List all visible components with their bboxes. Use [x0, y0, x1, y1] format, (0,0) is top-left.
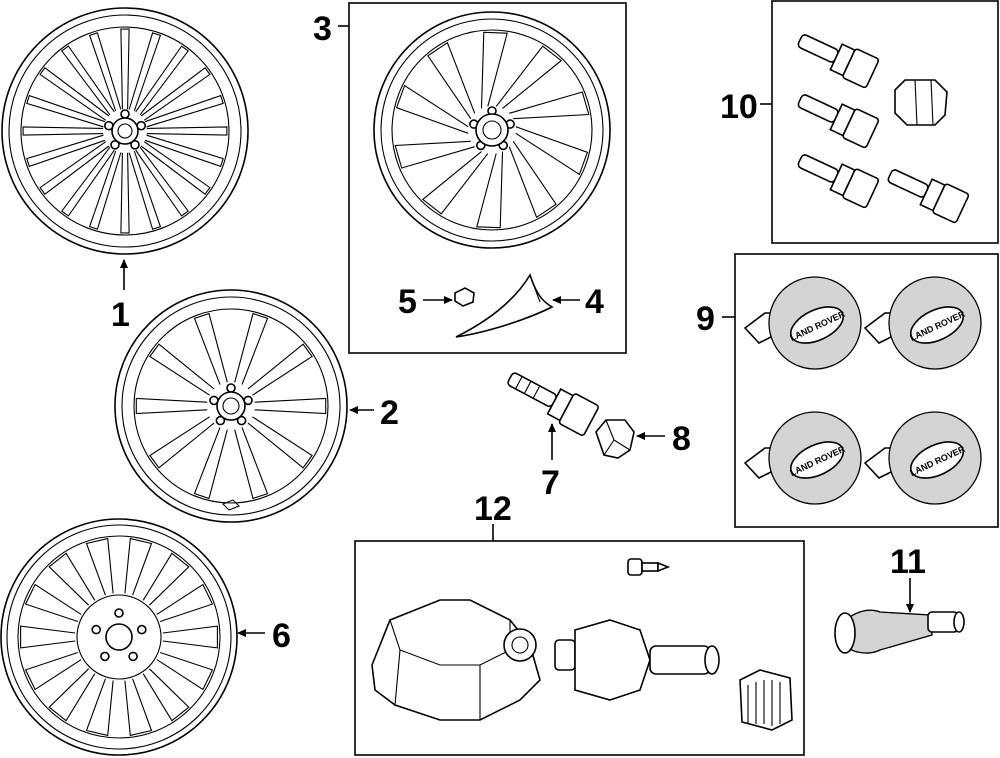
callout-4: 4 — [585, 283, 604, 321]
callout-9: 9 — [696, 300, 715, 338]
wheel-6-illustration — [0, 518, 238, 756]
callout-2: 2 — [380, 394, 399, 432]
callout-3: 3 — [313, 10, 332, 48]
wheel-bolt-7 — [507, 372, 599, 436]
callout-12: 12 — [474, 490, 512, 528]
callout-7: 7 — [541, 464, 560, 502]
callout-10: 10 — [720, 88, 758, 126]
balance-weight-4 — [455, 273, 554, 338]
valve-stem-11 — [834, 609, 965, 654]
wheel-2-illustration — [114, 289, 348, 523]
leader-lines — [120, 25, 914, 637]
callout-6: 6 — [272, 617, 291, 655]
callout-8: 8 — [672, 420, 691, 458]
callout-5: 5 — [398, 283, 417, 321]
wheel-1-illustration — [1, 7, 249, 255]
tpms-sensor-12 — [371, 558, 793, 731]
balance-weight-5 — [454, 287, 475, 307]
wheel-3-illustration — [373, 11, 611, 249]
group-box-3 — [348, 2, 627, 354]
group-box-12 — [354, 540, 805, 756]
group-box-10 — [771, 0, 999, 244]
locking-bolts-10 — [797, 34, 970, 224]
group-box-9 — [734, 253, 999, 528]
wheel-nut-8 — [595, 419, 635, 459]
callout-11: 11 — [890, 543, 926, 581]
callout-1: 1 — [111, 296, 130, 334]
